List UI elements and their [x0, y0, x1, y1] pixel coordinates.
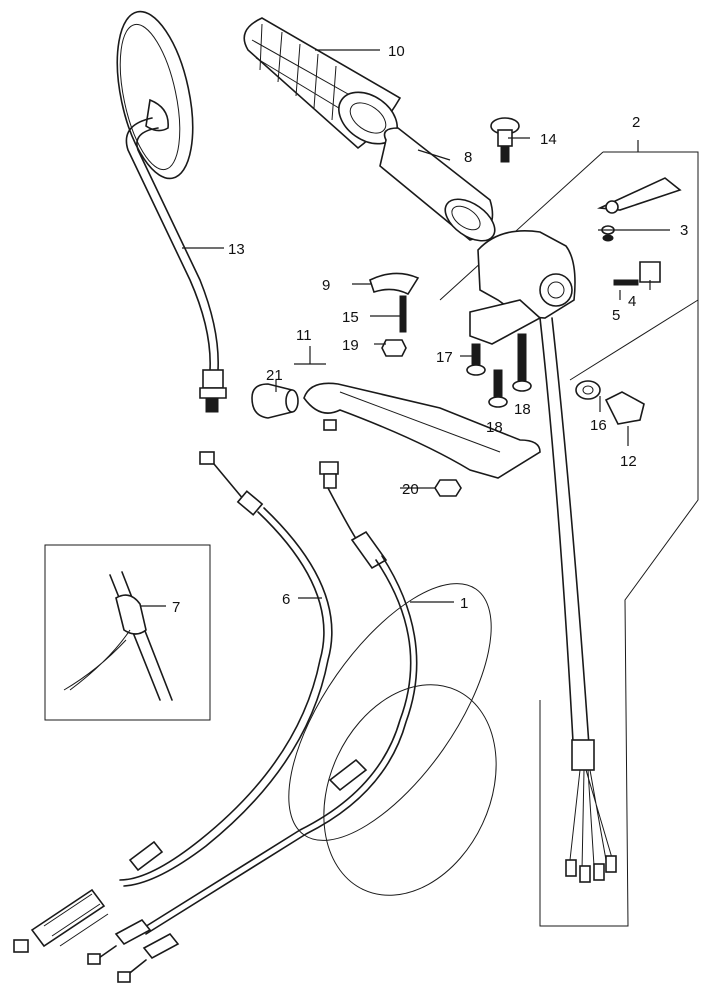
callout-15: 15	[342, 309, 359, 326]
lever-pin-parts	[369, 272, 420, 357]
callout-21: 21	[266, 367, 283, 384]
callout-19: 19	[342, 337, 359, 354]
harness-part	[539, 317, 617, 883]
callout-18-right: 18	[514, 401, 531, 418]
throttle-pipe-part	[379, 127, 496, 242]
cables-part	[13, 419, 497, 983]
nut-20-part	[434, 479, 462, 497]
inset-7	[44, 544, 211, 721]
lever-part	[251, 382, 541, 479]
callout-13: 13	[228, 241, 245, 258]
mirror-part	[116, 10, 227, 413]
screw-14-part	[490, 117, 520, 163]
callout-labels: 1 2 3 4 5 6 7 8 9 10 11 12 13 14 15 16 1…	[172, 43, 688, 616]
leader-lines	[140, 49, 670, 607]
callout-5: 5	[612, 307, 620, 324]
callout-16: 16	[590, 417, 607, 434]
callout-10: 10	[388, 43, 405, 60]
callout-12: 12	[620, 453, 637, 470]
parts-16-12	[575, 380, 645, 425]
callout-9: 9	[322, 277, 330, 294]
callout-3: 3	[680, 222, 688, 239]
callout-14: 14	[540, 131, 557, 148]
callout-2: 2	[632, 114, 640, 131]
switch-housing-part	[439, 151, 699, 927]
callout-1: 1	[460, 595, 468, 612]
callout-7: 7	[172, 599, 180, 616]
callout-4: 4	[628, 293, 636, 310]
callout-18-left: 18	[486, 419, 503, 436]
grip-part	[243, 17, 402, 150]
callout-11: 11	[296, 327, 312, 344]
callout-17: 17	[436, 349, 453, 366]
callout-20: 20	[402, 481, 419, 498]
callout-6: 6	[282, 591, 290, 608]
screws-17-18	[466, 333, 532, 408]
callout-8: 8	[464, 149, 472, 166]
